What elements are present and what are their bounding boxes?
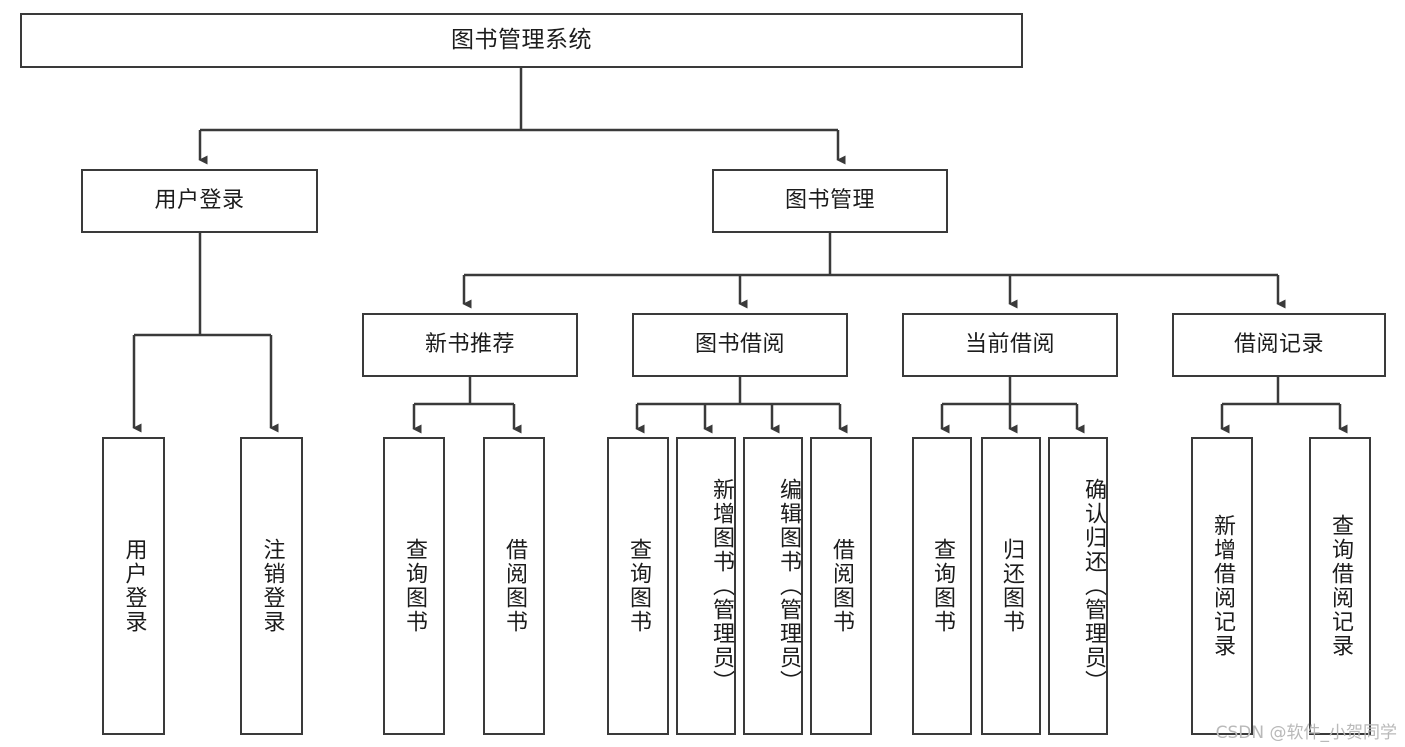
leaf-borrow-record-add-record[interactable]: 新增借阅记录 bbox=[1191, 437, 1253, 735]
node-user-login[interactable]: 用户登录 bbox=[81, 169, 318, 233]
node-label: 图书借阅 bbox=[694, 332, 785, 358]
node-label: 借阅记录 bbox=[1233, 332, 1324, 358]
node-label: 新书推荐 bbox=[424, 332, 515, 358]
leaf-borrow-record-query-record[interactable]: 查询借阅记录 bbox=[1309, 437, 1371, 735]
node-borrow-record[interactable]: 借阅记录 bbox=[1172, 313, 1386, 377]
node-label: 注销登录 bbox=[259, 538, 285, 634]
node-label: 查询借阅记录 bbox=[1327, 514, 1353, 658]
node-label: 确认归还（管理员） bbox=[1081, 478, 1106, 694]
leaf-new-book-query-book[interactable]: 查询图书 bbox=[383, 437, 445, 735]
node-new-book-recommend[interactable]: 新书推荐 bbox=[362, 313, 578, 377]
leaf-user-login-logout[interactable]: 注销登录 bbox=[240, 437, 303, 735]
node-book-management[interactable]: 图书管理 bbox=[712, 169, 948, 233]
node-label: 用户登录 bbox=[121, 538, 147, 634]
leaf-user-login-login[interactable]: 用户登录 bbox=[102, 437, 165, 735]
leaf-book-borrow-query-book[interactable]: 查询图书 bbox=[607, 437, 669, 735]
node-label: 查询图书 bbox=[401, 538, 427, 634]
node-label: 图书管理 bbox=[784, 188, 875, 214]
node-label: 借阅图书 bbox=[501, 538, 527, 634]
node-label: 借阅图书 bbox=[828, 538, 854, 634]
node-label: 用户登录 bbox=[154, 188, 245, 214]
node-label: 归还图书 bbox=[998, 538, 1024, 634]
csdn-watermark: CSDN @软件_小贺同学 bbox=[1215, 723, 1397, 743]
leaf-current-borrow-return-book[interactable]: 归还图书 bbox=[981, 437, 1041, 735]
node-label: 新增图书（管理员） bbox=[709, 478, 734, 694]
node-label: 查询图书 bbox=[929, 538, 955, 634]
leaf-book-borrow-edit-book-admin[interactable]: 编辑图书（管理员） bbox=[743, 437, 803, 735]
node-label: 当前借阅 bbox=[964, 332, 1055, 358]
node-label: 新增借阅记录 bbox=[1209, 514, 1235, 658]
leaf-new-book-borrow-book[interactable]: 借阅图书 bbox=[483, 437, 545, 735]
node-label: 查询图书 bbox=[625, 538, 651, 634]
node-current-borrow[interactable]: 当前借阅 bbox=[902, 313, 1118, 377]
node-book-borrow[interactable]: 图书借阅 bbox=[632, 313, 848, 377]
leaf-current-borrow-query-book[interactable]: 查询图书 bbox=[912, 437, 972, 735]
leaf-book-borrow-borrow-book[interactable]: 借阅图书 bbox=[810, 437, 872, 735]
node-label: 编辑图书（管理员） bbox=[776, 478, 801, 694]
node-label: 图书管理系统 bbox=[451, 26, 592, 53]
leaf-current-borrow-confirm-return-admin[interactable]: 确认归还（管理员） bbox=[1048, 437, 1108, 735]
leaf-book-borrow-add-book-admin[interactable]: 新增图书（管理员） bbox=[676, 437, 736, 735]
node-root-book-management-system[interactable]: 图书管理系统 bbox=[20, 13, 1023, 68]
